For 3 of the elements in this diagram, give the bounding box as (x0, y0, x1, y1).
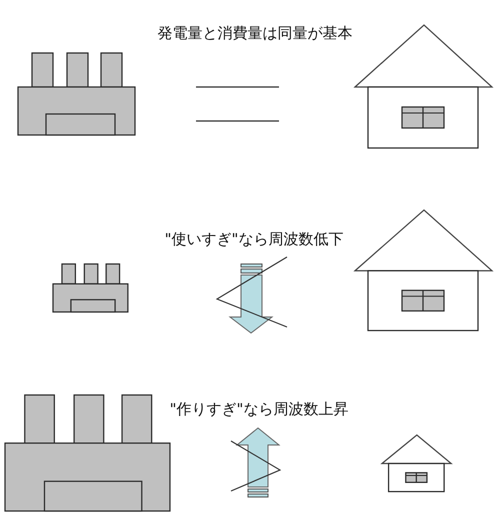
heading: 発電量と消費量は同量が基本 (158, 24, 352, 42)
heading: "作りすぎ"なら周波数上昇 (170, 400, 348, 418)
heading: "使いすぎ"なら周波数低下 (164, 230, 344, 248)
